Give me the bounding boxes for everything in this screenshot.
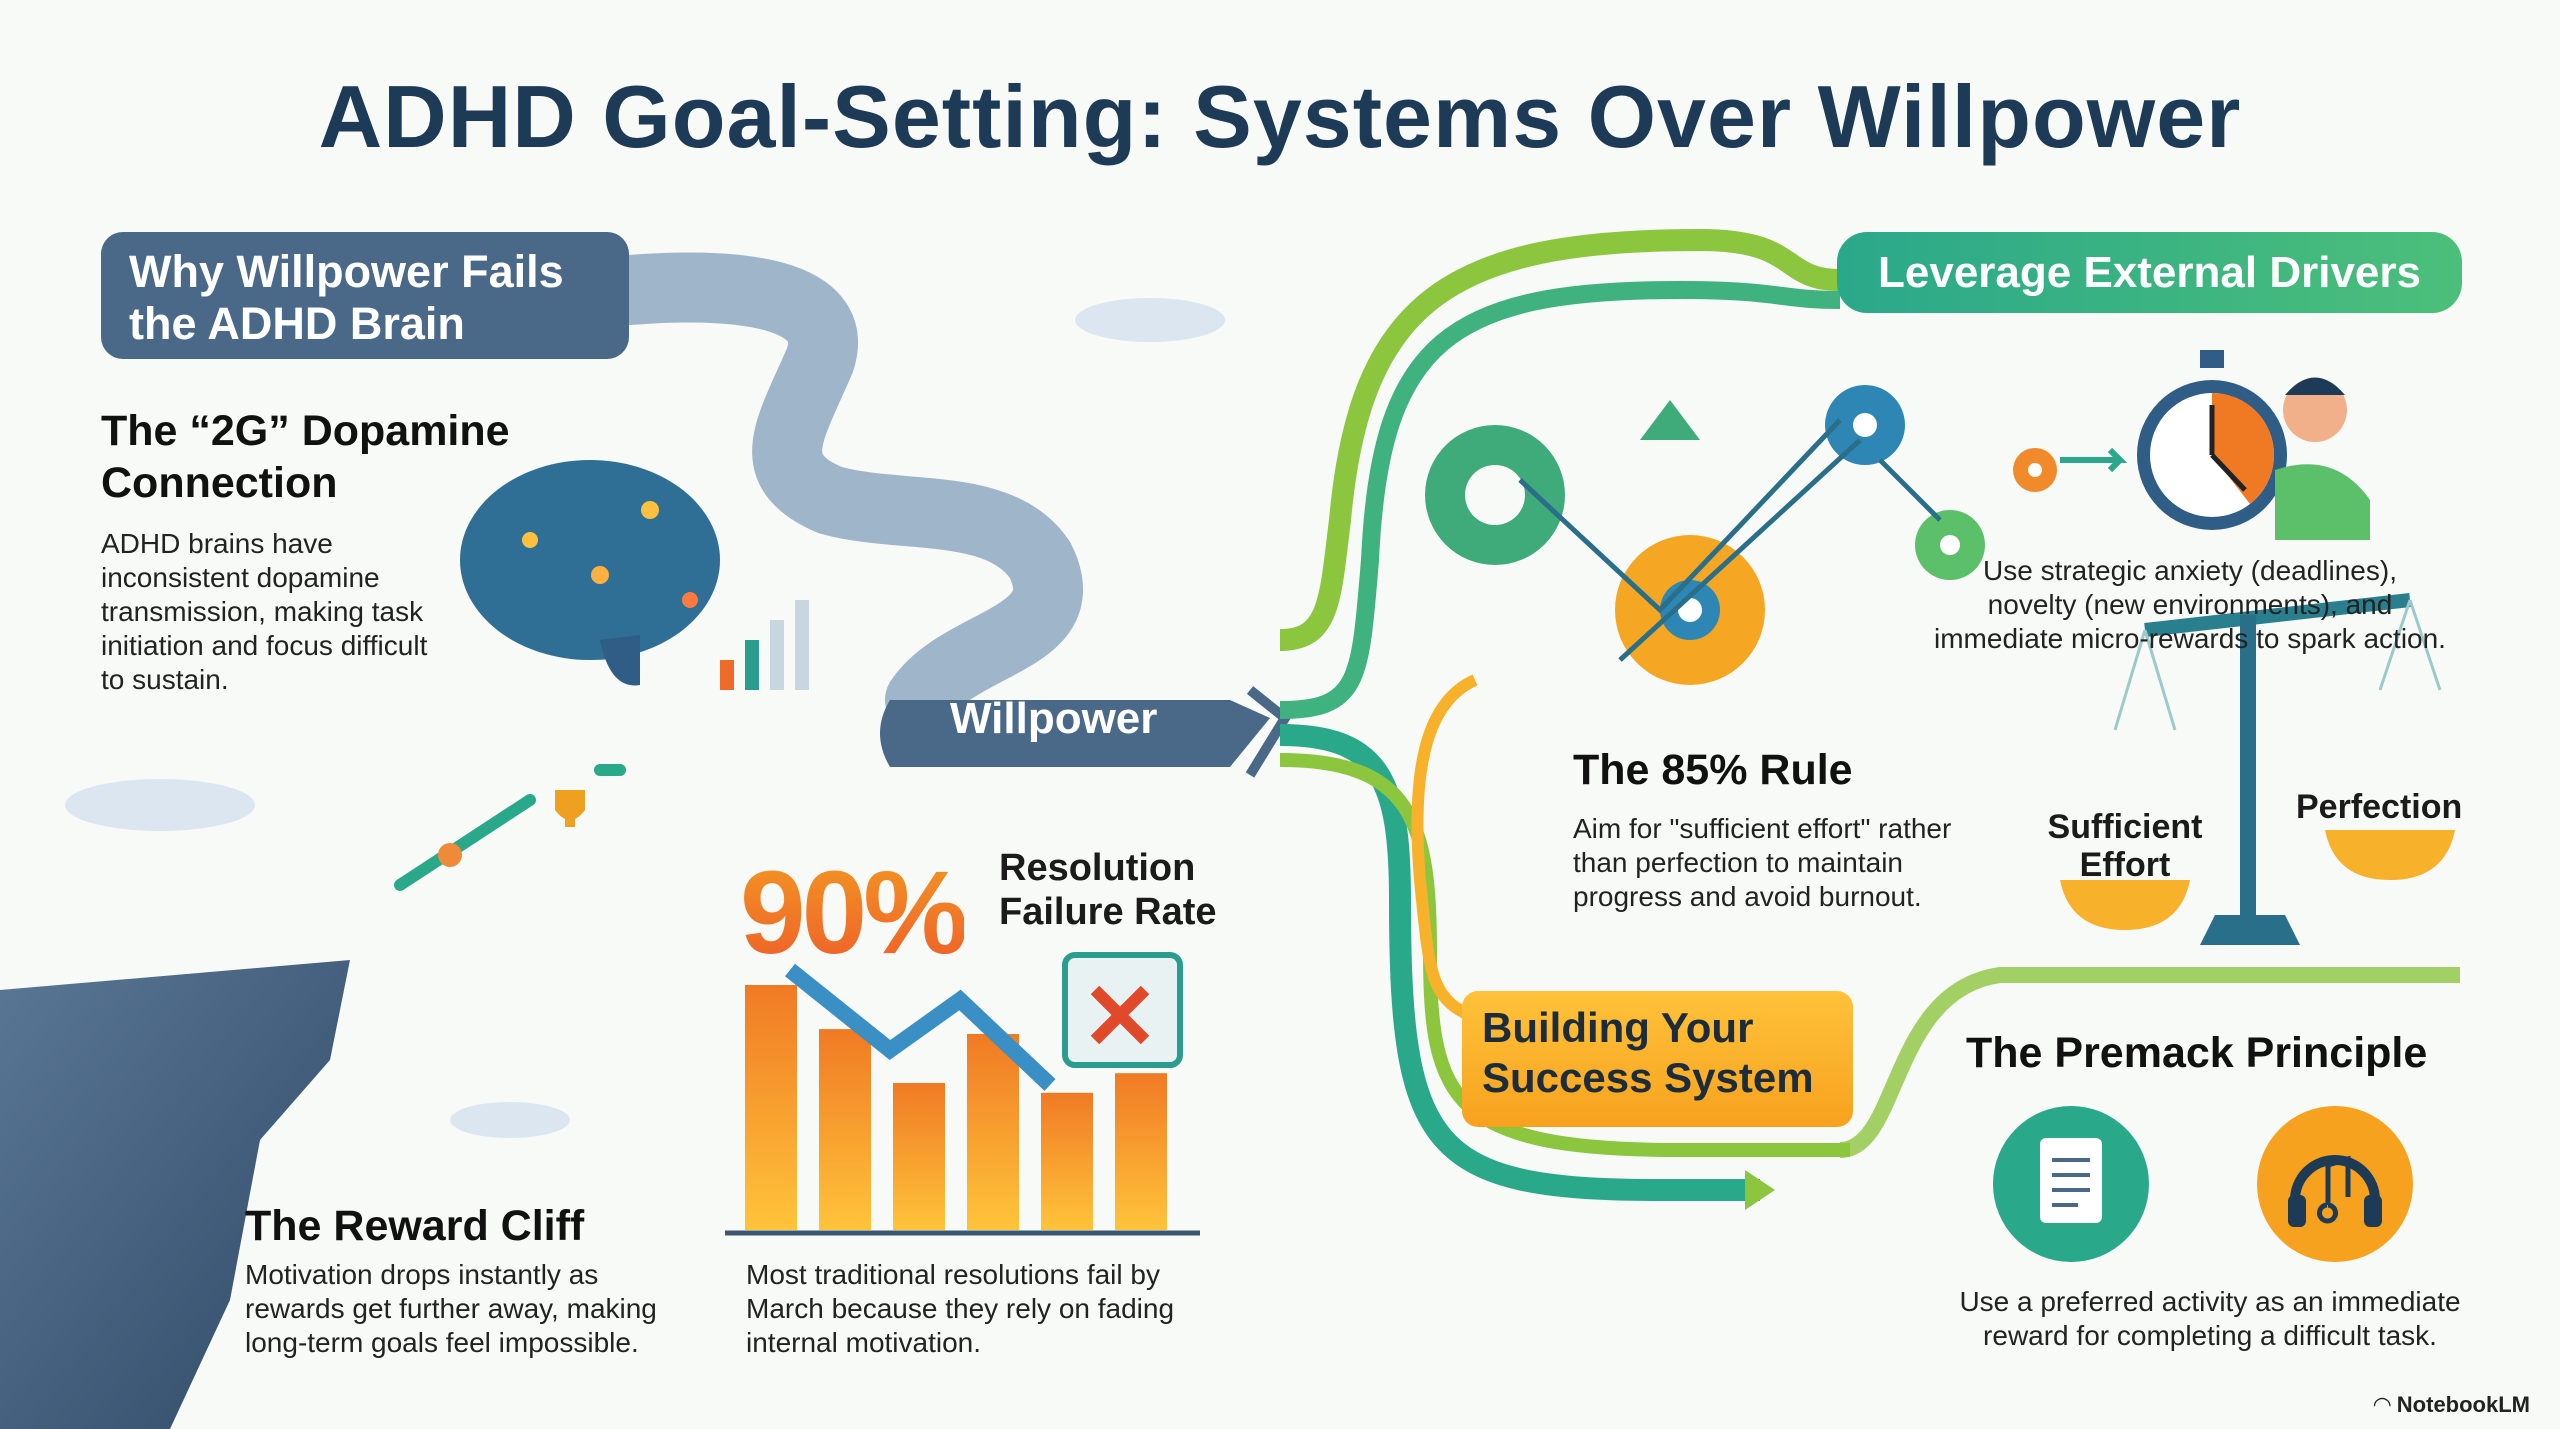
failure-percent: 90% (740, 847, 968, 979)
heading-line: The “2G” Dopamine (101, 407, 510, 455)
failure-bar (1115, 1073, 1167, 1230)
downtrend-arrow (785, 963, 1056, 1091)
box-line: Building Your (1482, 1004, 1754, 1051)
flow-curve-lower (1279, 724, 1760, 1201)
body-line: reward for completing a difficult task. (1983, 1320, 2437, 1351)
brain-icon (460, 460, 809, 690)
page-title: ADHD Goal-Setting: Systems Over Willpowe… (318, 67, 2242, 166)
body-line: Most traditional resolutions fail by (746, 1259, 1160, 1290)
scale-label-perfection: Perfection (2296, 788, 2463, 826)
failure-body: Most traditional resolutions fail by Mar… (746, 1258, 1174, 1360)
body-line: novelty (new environments), and (1987, 589, 2393, 620)
stopwatch-icon (2137, 350, 2287, 530)
stressed-person-icon (2275, 377, 2370, 540)
drivers-body: Use strategic anxiety (deadlines), novel… (1880, 554, 2500, 656)
body-line: than perfection to maintain (1573, 847, 1903, 878)
body-line: transmission, making task (101, 596, 424, 627)
failure-bar (967, 1034, 1019, 1230)
failure-label: Resolution Failure Rate (999, 846, 1217, 934)
body-line: rewards get further away, making (245, 1293, 657, 1324)
dopamine-heading: The “2G” Dopamine Connection (101, 405, 510, 509)
notebooklm-brand: ◠ NotebookLM (2373, 1392, 2530, 1417)
failure-bar (745, 985, 797, 1230)
scale-label-sufficient: Sufficient Effort (2040, 808, 2210, 884)
premack-body: Use a preferred activity as an immediate… (1880, 1285, 2540, 1353)
failure-bar (819, 1029, 871, 1230)
body-line: Use a preferred activity as an immediate (1959, 1286, 2461, 1317)
box-line: Success System (1482, 1054, 1814, 1101)
building-success-system-box: Building Your Success System (1462, 991, 1853, 1127)
body-line: immediate micro-rewards to spark action. (1934, 623, 2446, 654)
premack-heading: The Premack Principle (1966, 1029, 2428, 1077)
leverage-external-drivers-banner: Leverage External Drivers (1837, 232, 2462, 313)
body-line: inconsistent dopamine (101, 562, 380, 593)
willpower-label: Willpower (950, 694, 1158, 743)
body-line: Motivation drops instantly as (245, 1259, 599, 1290)
balance-scale-icon (2060, 593, 2455, 945)
reward-cliff-heading: The Reward Cliff (245, 1202, 585, 1250)
body-line: initiation and focus difficult (101, 630, 428, 661)
label-line: Effort (2079, 846, 2171, 884)
banner-line: the ADHD Brain (129, 298, 465, 349)
flow-curve-outer (1279, 228, 1841, 651)
label-line: Sufficient (2047, 808, 2203, 846)
broken-road-path (595, 252, 1083, 735)
body-line: to sustain. (101, 664, 229, 695)
body-line: long-term goals feel impossible. (245, 1327, 639, 1358)
falling-person-icon (438, 843, 462, 867)
willpower-arrow (880, 700, 1270, 767)
cliff-illustration (0, 960, 350, 1429)
rule-heading: The 85% Rule (1573, 746, 1853, 794)
label-line: Failure Rate (999, 891, 1217, 933)
body-line: internal motivation. (746, 1327, 982, 1358)
body-line: Use strategic anxiety (deadlines), (1983, 555, 2397, 586)
rule-body: Aim for "sufficient effort" rather than … (1573, 812, 1951, 914)
music-headphones-icon (2257, 1106, 2413, 1262)
body-line: March because they rely on fading (746, 1293, 1175, 1324)
why-willpower-fails-banner: Why Willpower Fails the ADHD Brain (101, 232, 629, 359)
heading-line: Connection (101, 459, 338, 507)
failure-bar (893, 1083, 945, 1230)
label-line: Resolution (999, 847, 1196, 889)
banner-line: Why Willpower Fails (129, 246, 564, 297)
brand-text: NotebookLM (2396, 1392, 2530, 1417)
trophy-icon (555, 790, 585, 827)
dopamine-body: ADHD brains have inconsistent dopamine t… (101, 527, 427, 697)
body-line: progress and avoid burnout. (1573, 881, 1922, 912)
failure-bar (1041, 1092, 1093, 1230)
body-line: ADHD brains have (101, 528, 333, 559)
reward-cliff-body: Motivation drops instantly as rewards ge… (245, 1258, 657, 1360)
body-line: Aim for "sufficient effort" rather (1573, 813, 1952, 844)
gears-icon (1425, 385, 2128, 685)
